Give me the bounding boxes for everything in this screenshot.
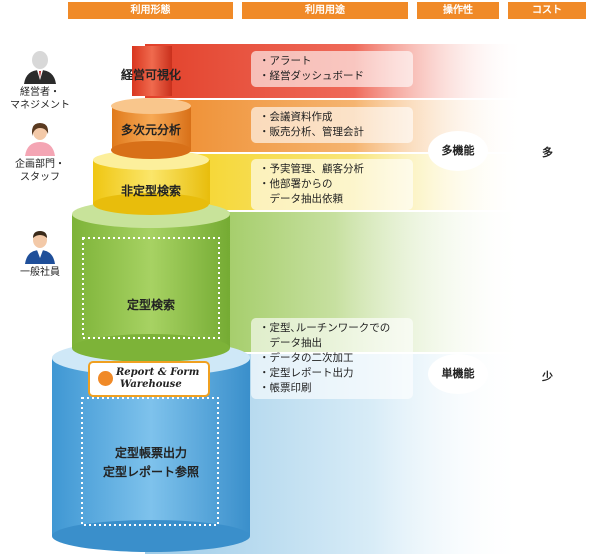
header-cost: コスト bbox=[508, 2, 586, 19]
header-usage-purpose: 利用用途 bbox=[242, 2, 408, 19]
purpose-item: ・経営ダッシュボード bbox=[259, 70, 364, 82]
purpose-item: ・アラート bbox=[259, 55, 312, 67]
purpose-box-multidim: ・会議資料作成 ・販売分析、管理会計 bbox=[251, 107, 413, 143]
employee-icon bbox=[25, 231, 55, 264]
layer-label-reports-line2: 定型レポート参照 bbox=[102, 465, 199, 479]
logo-line2: Warehouse bbox=[120, 379, 182, 390]
executive-icon bbox=[24, 51, 56, 84]
cost-high: 多 bbox=[542, 146, 553, 159]
layer-label-adhoc: 非定型検索 bbox=[120, 184, 181, 198]
purpose-item: ・他部署からの bbox=[259, 178, 333, 190]
header-operability: 操作性 bbox=[417, 2, 499, 19]
purpose-item: ・定型､ルーチンワークでの bbox=[259, 322, 391, 334]
purpose-item: ・データの二次加工 bbox=[259, 352, 354, 364]
cost-low: 少 bbox=[542, 370, 553, 383]
persona-label-line2: マネジメント bbox=[10, 100, 70, 111]
layer-label-multidim: 多次元分析 bbox=[120, 123, 181, 137]
persona-employee: 一般社員 bbox=[0, 230, 80, 279]
layer-label-fixed-search: 定型検索 bbox=[126, 298, 175, 312]
operability-single: 単機能 bbox=[428, 354, 488, 394]
logo-line1: Report & Form bbox=[116, 367, 200, 378]
persona-label-line1: 企画部門・ bbox=[15, 159, 65, 170]
layer-label-reports: 定型帳票出力 定型レポート参照 bbox=[70, 444, 232, 482]
purpose-item: データ抽出依頼 bbox=[259, 193, 343, 205]
purpose-item: ・帳票印刷 bbox=[259, 382, 312, 394]
purpose-box-adhoc: ・予実管理、顧客分析 ・他部署からの データ抽出依頼 bbox=[251, 159, 413, 210]
persona-label-line2: スタッフ bbox=[20, 172, 60, 183]
operability-multi: 多機能 bbox=[428, 131, 488, 171]
purpose-item: データ抽出 bbox=[259, 337, 322, 349]
report-form-warehouse-logo: Report & Form Warehouse bbox=[88, 361, 210, 397]
purpose-item: ・予実管理、顧客分析 bbox=[259, 163, 364, 175]
planner-icon bbox=[25, 123, 55, 156]
purpose-item: ・販売分析、管理会計 bbox=[259, 126, 364, 138]
persona-label-line1: 経営者・ bbox=[20, 87, 60, 98]
persona-planner: 企画部門・ スタッフ bbox=[0, 122, 80, 184]
layer-label-reports-line1: 定型帳票出力 bbox=[114, 446, 187, 460]
logo-mark-icon bbox=[98, 371, 113, 386]
fixed-search-cylinder bbox=[72, 214, 230, 348]
purpose-item: ・会議資料作成 bbox=[259, 111, 333, 123]
persona-label-line1: 一般社員 bbox=[20, 267, 60, 278]
header-usage-form: 利用形態 bbox=[68, 2, 233, 19]
persona-executive: 経営者・ マネジメント bbox=[0, 50, 80, 112]
layer-label-visualization: 経営可視化 bbox=[120, 68, 181, 82]
purpose-box-visualization: ・アラート ・経営ダッシュボード bbox=[251, 51, 413, 87]
purpose-item: ・定型レポート出力 bbox=[259, 367, 354, 379]
purpose-box-fixed: ・定型､ルーチンワークでの データ抽出 ・データの二次加工 ・定型レポート出力 … bbox=[251, 318, 413, 399]
